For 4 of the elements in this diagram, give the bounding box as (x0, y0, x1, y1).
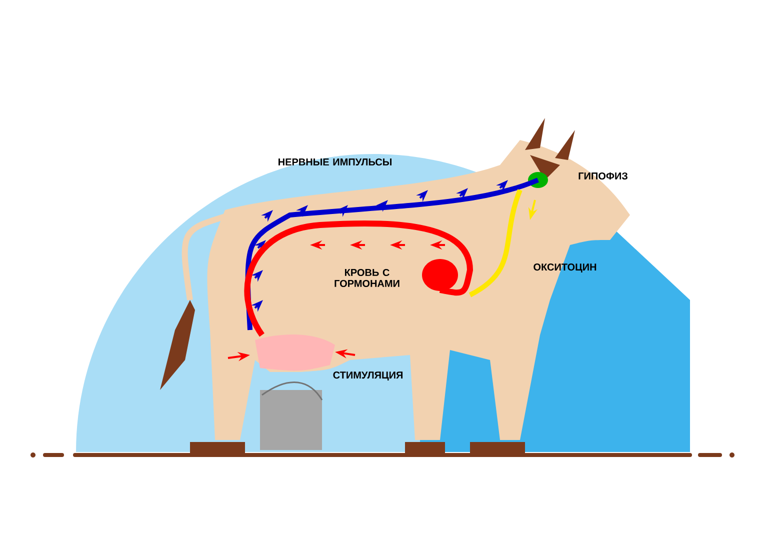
label: СТИМУЛЯЦИЯ (333, 372, 403, 380)
label: НЕРВНЫЕ ИМПУЛЬСЫ (278, 158, 392, 166)
label: ГИПОФИЗ (578, 172, 628, 180)
label: КРОВЬ С ГОРМОНАМИ (334, 268, 400, 288)
